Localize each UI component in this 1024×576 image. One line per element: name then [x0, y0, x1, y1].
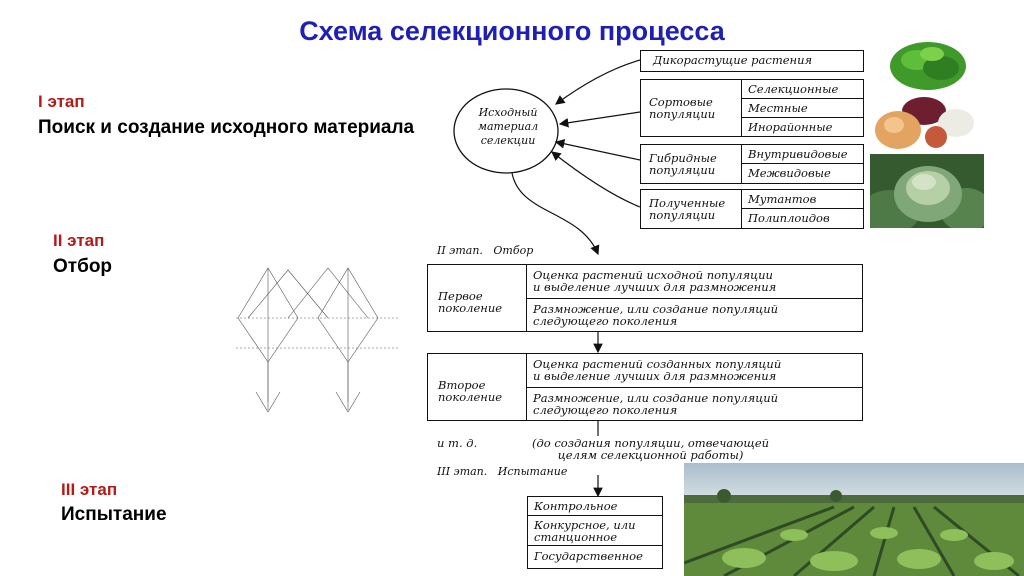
cabbage-field-photo [684, 463, 1024, 576]
variety-item: Инорайонные [748, 120, 833, 134]
obtained-populations-box: Полученные популяции Мутантов Полиплоидо… [640, 189, 864, 229]
test-item: Государственное [534, 549, 643, 563]
etc-note: (до создания популяции, отвечающей целям… [532, 436, 770, 463]
stage-1-description: Поиск и создание исходного материала [38, 117, 415, 138]
generation-1-box: Первое поколение Оценка растений исходно… [427, 264, 863, 332]
generation-1-step: Оценка растений исходной популяции и выд… [527, 265, 862, 299]
selection-scheme-drawing [228, 262, 410, 422]
hybrid-item: Внутривидовые [742, 145, 863, 164]
generation-2-label: Второе поколение [438, 378, 503, 405]
variety-populations-label: Сортовые популяции [649, 95, 716, 122]
selection-header: II этап. Отбор [437, 244, 534, 257]
testing-header: III этап. Испытание [437, 465, 568, 478]
obtained-item: Полиплоидов [748, 211, 830, 225]
generation-2-step: Размножение, или создание популяций след… [533, 391, 779, 418]
arrow-variety [558, 111, 641, 128]
microgreens-photo [887, 36, 969, 94]
hybrid-populations-box: Гибридные популяции Внутривидовые Межвид… [640, 144, 864, 184]
source-material-text: Исходный материал селекции [477, 106, 539, 147]
generation-2-step: Оценка растений созданных популяций и вы… [527, 354, 862, 388]
stage-2-description: Отбор [53, 256, 113, 277]
generation-1-step: Размножение, или создание популяций след… [533, 302, 779, 329]
page-title: Схема селекционного процесса [299, 16, 725, 46]
variety-item: Местные [742, 99, 863, 118]
generation-2-box: Второе поколение Оценка растений созданн… [427, 353, 863, 421]
stage-1-label: I этап [38, 92, 85, 111]
arrow-wild [555, 59, 641, 105]
onions-photo [874, 97, 982, 152]
hybrid-populations-label: Гибридные популяции [649, 151, 717, 178]
generation-1-label: Первое поколение [438, 289, 503, 316]
stage-3-description: Испытание [61, 504, 167, 525]
wild-plants-box: Дикорастущие растения [640, 50, 864, 72]
arrow-hybrid [554, 139, 641, 161]
source-material-ellipse [453, 88, 559, 174]
test-item: Конкурсное, или станционное [528, 516, 662, 546]
variety-item: Селекционные [742, 80, 863, 99]
testing-box: Контрольное Конкурсное, или станционное … [527, 496, 663, 569]
stage-3-label: III этап [61, 480, 118, 499]
cabbage-photo [870, 154, 984, 228]
obtained-populations-label: Полученные популяции [649, 196, 726, 223]
obtained-item: Мутантов [742, 190, 863, 209]
test-item: Контрольное [528, 497, 662, 516]
arrow-to-selection [511, 172, 600, 256]
stage-2-label: II этап [53, 231, 105, 250]
hybrid-item: Межвидовые [748, 166, 831, 180]
variety-populations-box: Сортовые популяции Селекционные Местные … [640, 79, 864, 137]
etc-label: и т. д. [437, 436, 478, 450]
arrow-obtained [551, 151, 641, 208]
